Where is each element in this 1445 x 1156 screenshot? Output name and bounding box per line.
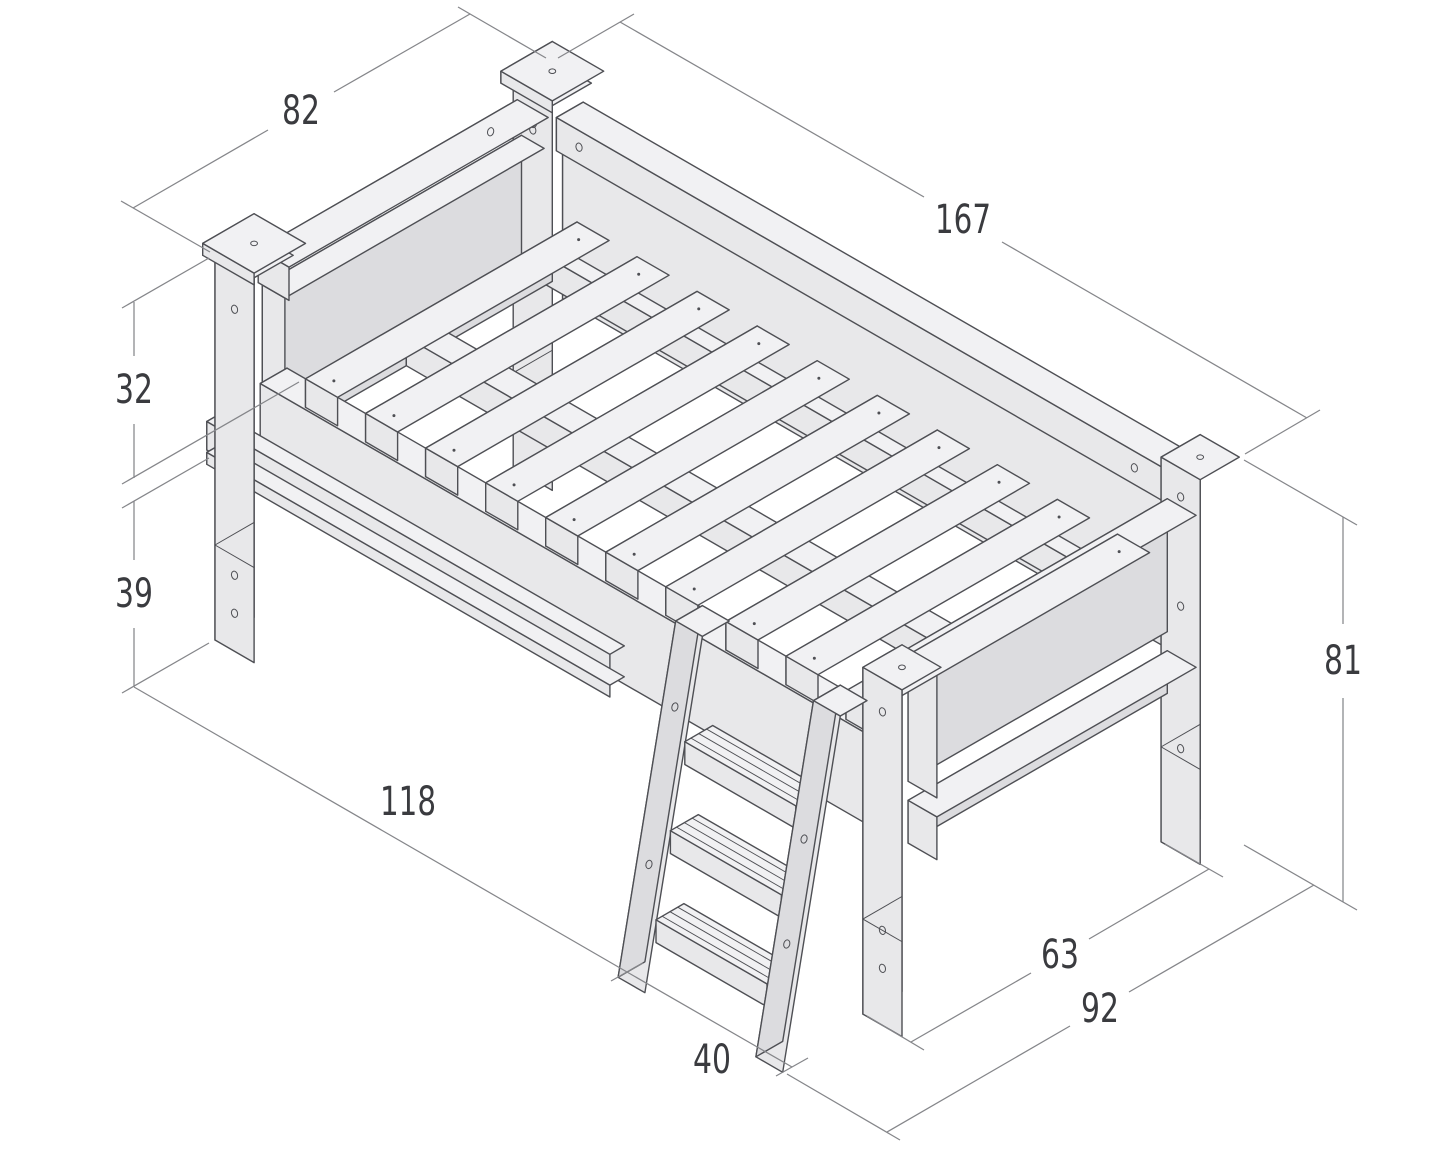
dim-label-bed-length: 167 bbox=[935, 197, 991, 243]
dimension-labels: 82 167 32 39 118 40 63 92 81 bbox=[115, 88, 1362, 1083]
dim-label-guardrail-height: 32 bbox=[115, 367, 153, 413]
dim-label-side-floor-length: 118 bbox=[380, 779, 436, 825]
dim-label-foot-inner-width: 63 bbox=[1041, 932, 1079, 978]
dim-label-head-width: 82 bbox=[282, 88, 320, 134]
dim-label-ladder-width: 40 bbox=[693, 1037, 731, 1083]
dim-label-foot-outer-width: 92 bbox=[1081, 986, 1119, 1032]
dim-label-under-bed-clearance: 39 bbox=[115, 571, 153, 617]
dim-label-total-height: 81 bbox=[1324, 638, 1362, 684]
dimension-lines bbox=[120, 6, 1358, 1141]
bed-geometry bbox=[202, 40, 1240, 1073]
